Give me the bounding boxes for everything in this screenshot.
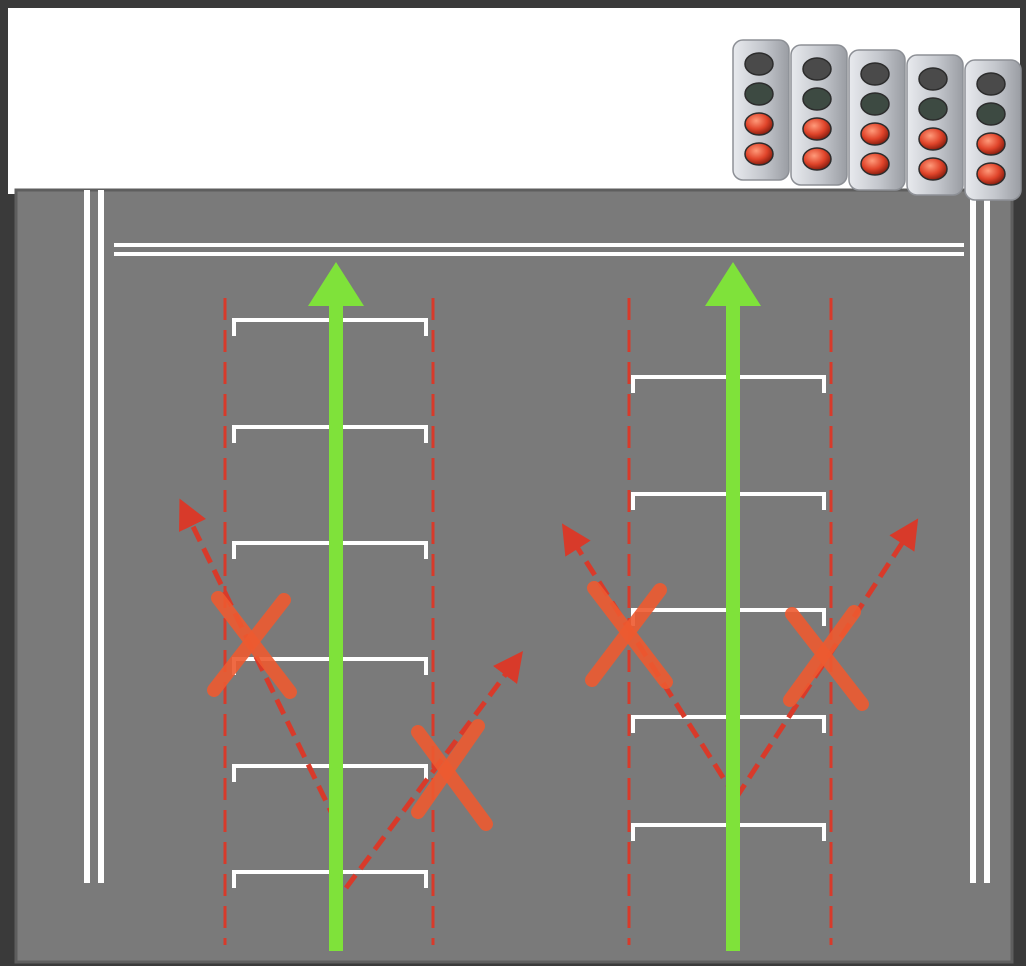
signal-lamp-off	[919, 98, 947, 120]
signal-lamp-red	[977, 163, 1005, 185]
traffic-light	[965, 60, 1021, 200]
signal-lamp-off	[861, 63, 889, 85]
traffic-light	[907, 55, 963, 195]
traffic-lights-group	[733, 40, 1021, 200]
road-surface	[16, 190, 1012, 962]
traffic-light	[733, 40, 789, 180]
signal-lamp-off	[745, 53, 773, 75]
traffic-light	[849, 50, 905, 190]
signal-lamp-off	[803, 58, 831, 80]
signal-lamp-red	[803, 148, 831, 170]
signal-lamp-red	[861, 153, 889, 175]
signal-lamp-red	[919, 158, 947, 180]
signal-lamp-red	[861, 123, 889, 145]
signal-lamp-red	[803, 118, 831, 140]
signal-lamp-off	[919, 68, 947, 90]
signal-lamp-off	[977, 103, 1005, 125]
signal-lamp-red	[919, 128, 947, 150]
signal-lamp-red	[977, 133, 1005, 155]
signal-lamp-off	[977, 73, 1005, 95]
signal-lamp-off	[745, 83, 773, 105]
signal-lamp-off	[861, 93, 889, 115]
signal-lamp-red	[745, 143, 773, 165]
traffic-light	[791, 45, 847, 185]
signal-lamp-red	[745, 113, 773, 135]
signal-lamp-off	[803, 88, 831, 110]
